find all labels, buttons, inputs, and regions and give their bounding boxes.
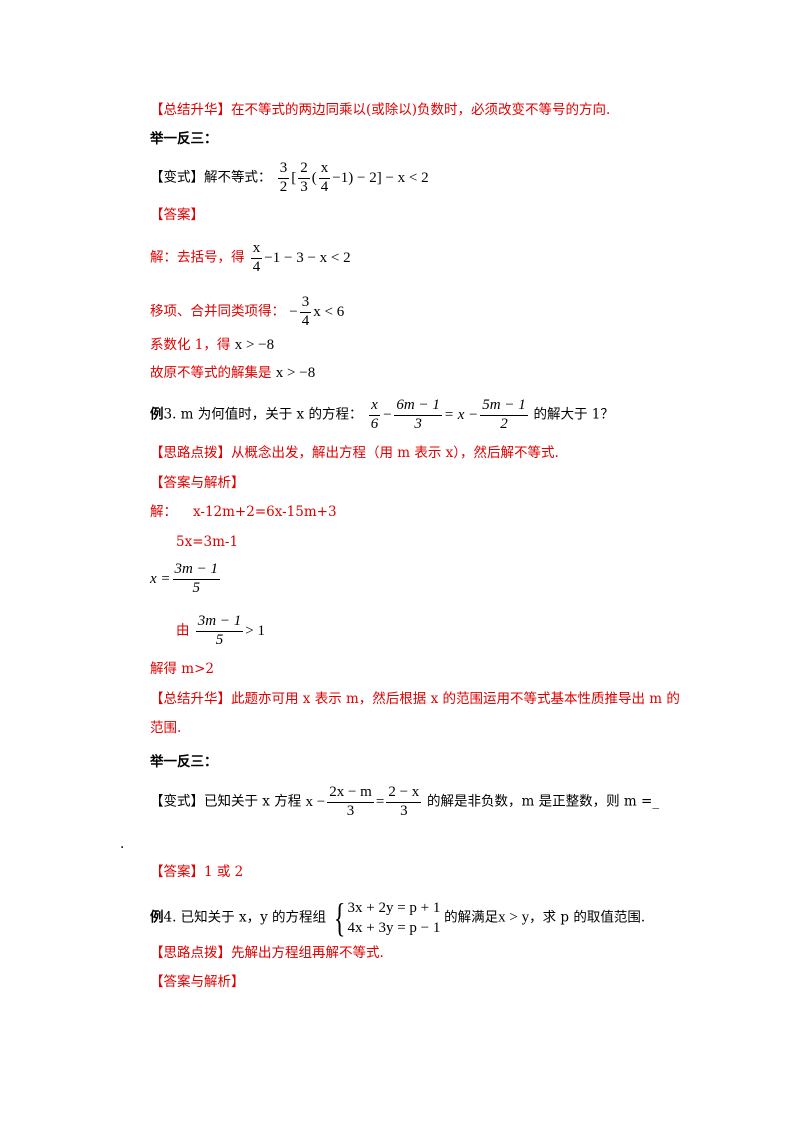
summary-label: 【总结升华】: [150, 102, 231, 118]
summary-paragraph-1: 【总结升华】在不等式的两边同乘以(或除以)负数时，必须改变不等号的方向.: [150, 101, 610, 119]
summary-paragraph-3-cont: 范围.: [150, 720, 182, 736]
answer-analysis-label-3: 【答案与解析】: [150, 475, 245, 491]
answer-label: 【答案】: [150, 864, 204, 880]
solution-line-6: 5x=3m-1: [176, 534, 239, 550]
answer-label-1: 【答案】: [150, 207, 204, 223]
answer-paragraph-3: 【答案】1 或 2: [150, 864, 244, 880]
answer-analysis-label-4: 【答案与解析】: [150, 974, 245, 990]
solution-line-4: 故原不等式的解集是 x > −8: [150, 365, 316, 381]
extend-heading-1: 举一反三：: [150, 131, 218, 147]
variant-label: 【变式】: [150, 169, 204, 186]
hint-label: 【思路点拨】: [150, 945, 231, 961]
summary-label: 【总结升华】: [150, 691, 231, 707]
variant-label: 【变式】: [150, 793, 204, 810]
summary-paragraph-3: 【总结升华】此题亦可用 x 表示 m，然后根据 x 的范围运用不等式基本性质推导…: [150, 691, 680, 707]
variant-trailing-dot: .: [120, 836, 125, 852]
variant-prefix: 解不等式：: [204, 169, 272, 186]
hint-paragraph-3: 【思路点拨】从概念出发，解出方程（用 m 表示 x），然后解不等式.: [150, 445, 559, 461]
solution-line-9: 解得 m>2: [150, 661, 214, 677]
hint-paragraph-4: 【思路点拨】先解出方程组再解不等式.: [150, 945, 384, 961]
extend-heading-2: 举一反三：: [150, 754, 218, 770]
example-label: 例: [150, 909, 164, 926]
hint-label: 【思路点拨】: [150, 445, 231, 461]
solution-line-3: 系数化 1，得 x > −8: [150, 337, 275, 353]
summary-text: 在不等式的两边同乘以(或除以)负数时，必须改变不等号的方向.: [231, 102, 611, 118]
example-label: 例: [150, 406, 164, 423]
solution-line-5: 解：x-12m+2=6x-15m+3: [150, 504, 337, 520]
